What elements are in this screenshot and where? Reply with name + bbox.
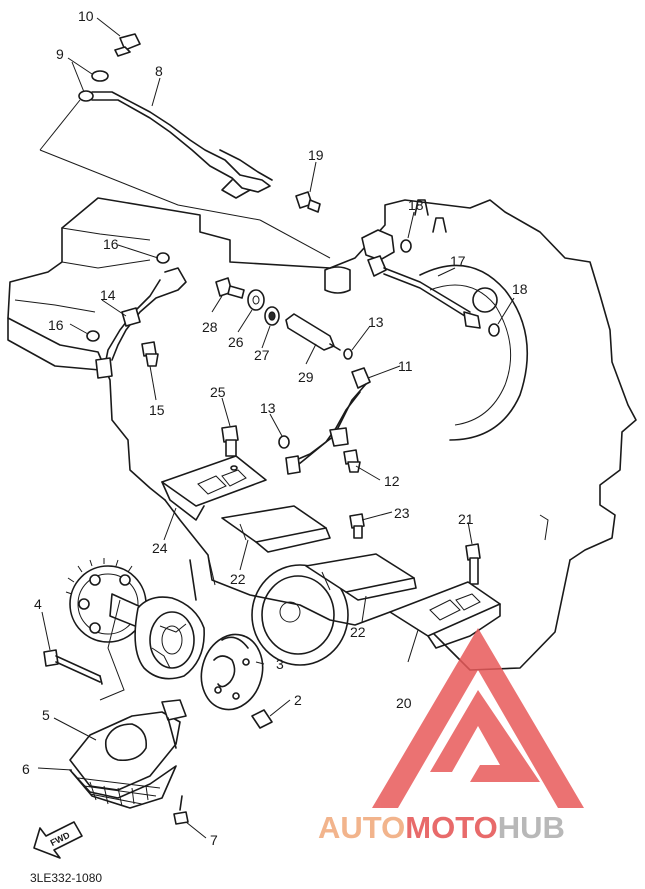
callout-3: 3 [276,656,284,672]
drawing-code: 3LE332-1080 [30,871,102,885]
watermark-triangle-icon [372,628,584,808]
pin-2-icon [251,709,273,729]
screw-7-icon [173,795,189,825]
leader-lines [37,17,515,839]
watermark-part-moto: MOTO [405,810,497,845]
plate-22a-icon [221,505,331,553]
callout-18b: 18 [512,281,528,297]
callout-22b: 22 [350,624,366,640]
oil-pump-icon [65,558,205,701]
strainer-mesh-6-icon [69,765,177,809]
callout-12: 12 [384,473,400,489]
callout-5: 5 [42,707,50,723]
callout-13b: 13 [260,400,276,416]
shaft-29-icon [285,313,341,351]
watermark-logo [372,628,584,808]
callout-29: 29 [298,369,314,385]
watermark-text: AUTOMOTOHUB [318,810,565,845]
bolt-23-icon [349,513,365,539]
crankcase-outline [7,149,637,671]
callout-9: 9 [56,46,64,62]
callout-27: 27 [254,347,270,363]
callout-15: 15 [149,402,165,418]
bolt-15-icon [141,341,159,367]
oil-pipe-14-icon [95,267,187,379]
oil-pipe-11-icon [285,367,371,475]
baffle-24-icon [161,455,267,521]
callout-24: 24 [152,540,168,556]
callout-23: 23 [394,505,410,521]
washer-26-icon [247,289,265,311]
callout-21: 21 [458,511,474,527]
watermark-part-hub: HUB [498,810,565,845]
callout-19: 19 [308,147,324,163]
bolt-21-icon [465,543,481,585]
callout-2: 2 [294,692,302,708]
bolt-12-icon [343,449,361,473]
callout-18a: 18 [408,197,424,213]
o-ring-13-icon [278,348,353,449]
plate-22b-icon [305,553,417,601]
bolt-25-icon [221,425,239,457]
fwd-arrow-icon: FWD [33,821,83,859]
callout-26: 26 [228,334,244,350]
callout-22a: 22 [230,571,246,587]
washer-27-icon [264,306,280,326]
baffle-20-icon [389,581,501,649]
callout-25: 25 [210,384,226,400]
oil-pipe-8-icon [91,91,273,199]
watermark-inner-icon [430,690,540,782]
pump-cover-3-icon [200,633,264,711]
callout-28: 28 [202,319,218,335]
callout-20: 20 [396,695,412,711]
callout-7: 7 [210,832,218,848]
callout-labels: 10 9 8 19 18 17 18 16 14 16 28 26 27 29 … [22,8,528,848]
watermark-part-auto: AUTO [318,810,405,845]
bolt-10-icon [114,33,141,57]
watermark-auto: AUTOMOTOHUB [318,810,565,845]
callout-13a: 13 [368,314,384,330]
oil-pipe-17-icon [361,229,500,337]
bolt-19-icon [295,191,321,213]
callout-8: 8 [155,63,163,79]
callout-4: 4 [34,596,42,612]
callout-16a: 16 [103,236,119,252]
bolt-4-icon [43,649,103,685]
washer-9-icon [78,70,109,102]
callout-6: 6 [22,761,30,777]
callout-14: 14 [100,287,116,303]
callout-17: 17 [450,253,466,269]
callout-16b: 16 [48,317,64,333]
bolt-28-icon [215,277,245,299]
callout-11: 11 [398,358,413,374]
callout-10: 10 [78,8,94,24]
